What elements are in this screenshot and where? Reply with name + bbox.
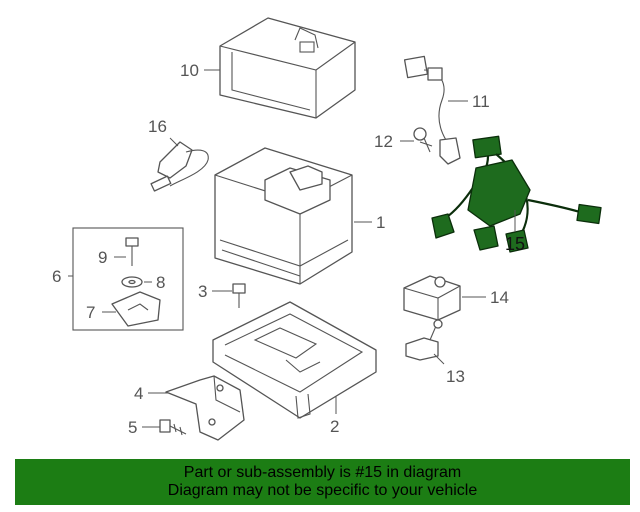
part-11-sensor-wire[interactable] [403, 55, 461, 165]
callout-13: 13 [446, 367, 465, 386]
part-2-battery-tray[interactable] [212, 301, 377, 419]
callout-4: 4 [134, 384, 143, 403]
parts-diagram: 10 11 16 12 1 15 6 9 8 7 3 14 2 13 4 5 [52, 17, 602, 441]
part-15-battery-cable-harness[interactable] [431, 135, 602, 253]
callout-11: 11 [472, 92, 490, 111]
callout-15: 15 [505, 234, 525, 254]
part-1-battery[interactable] [214, 147, 353, 285]
banner-line-disclaimer: Diagram may not be specific to your vehi… [167, 482, 478, 499]
callout-6: 6 [52, 267, 61, 286]
part-13-bracket[interactable] [405, 319, 443, 361]
callout-3: 3 [198, 282, 207, 301]
part-6-group[interactable] [72, 227, 184, 331]
banner-line-part: Part or sub-assembly is #15 in diagram [183, 464, 462, 481]
callout-12: 12 [374, 132, 393, 151]
part-3-bolt[interactable] [232, 283, 246, 308]
part-10-battery-cover[interactable] [219, 17, 356, 119]
callout-5: 5 [128, 418, 137, 437]
callout-7: 7 [86, 303, 95, 322]
part-5-bolt[interactable] [159, 419, 187, 436]
part-info-banner: Part or sub-assembly is #15 in diagram D… [15, 459, 630, 505]
part-8-washer[interactable] [121, 276, 143, 288]
callout-1: 1 [376, 213, 385, 232]
part-7-clamp[interactable] [111, 291, 161, 327]
leader-lines [68, 69, 516, 428]
callout-10: 10 [180, 61, 199, 80]
callout-8: 8 [156, 273, 165, 292]
part-9-bolt[interactable] [125, 237, 139, 266]
part-16-bracket[interactable] [150, 141, 209, 192]
callout-labels: 10 11 16 12 1 15 6 9 8 7 3 14 2 13 4 5 [52, 61, 525, 437]
callout-9: 9 [98, 248, 107, 267]
part-4-bracket[interactable] [165, 375, 245, 441]
part-14-fuse-box[interactable] [403, 275, 461, 321]
part-12-bolt[interactable] [413, 127, 433, 153]
callout-16: 16 [148, 117, 167, 136]
callout-2: 2 [330, 417, 339, 436]
callout-14: 14 [490, 288, 509, 307]
